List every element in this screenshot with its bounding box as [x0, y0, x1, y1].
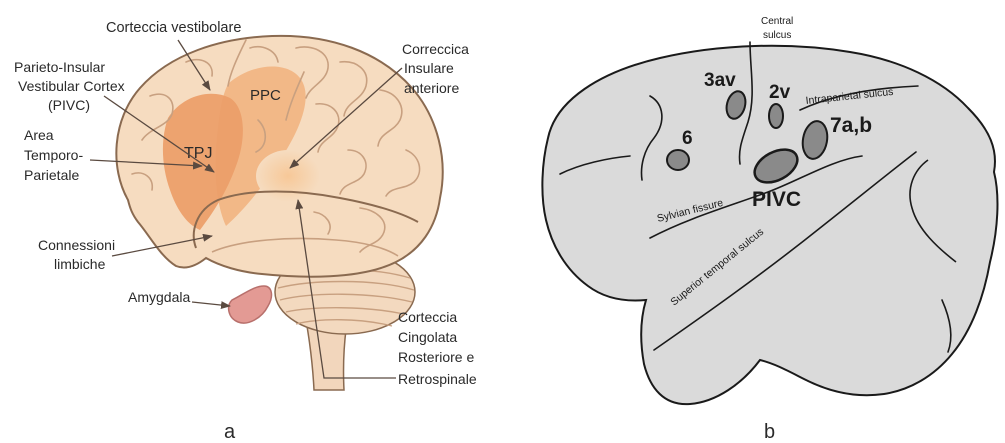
- amygdala-shape: [229, 286, 272, 323]
- region-ppc-label: PPC: [250, 87, 281, 104]
- label-cingulate-4: Retrospinale: [398, 371, 477, 387]
- label-cingulate-2: Cingolata: [398, 329, 457, 345]
- panel-a-caption: a: [224, 421, 236, 443]
- label-limbic-1: Connessioni: [38, 237, 115, 253]
- label-2v: 2v: [769, 82, 791, 103]
- panel-b-caption: b: [764, 421, 775, 443]
- label-insular-1: Correccica: [402, 41, 469, 57]
- label-vestibular-cortex: Corteccia vestibolare: [106, 20, 241, 36]
- label-central-2: sulcus: [763, 30, 791, 41]
- label-tpj-1: Area: [24, 127, 54, 143]
- label-6: 6: [682, 128, 693, 149]
- label-pivc-1: Parieto-Insular: [14, 59, 105, 75]
- label-tpj-2: Temporo-: [24, 147, 83, 163]
- label-tpj-3: Parietale: [24, 167, 79, 183]
- label-pivc: PIVC: [752, 188, 801, 211]
- label-pivc-2: Vestibular Cortex: [18, 78, 125, 94]
- label-insular-2: Insulare: [404, 60, 454, 76]
- label-cingulate-3: Rosteriore e: [398, 349, 474, 365]
- area-6-shape: [667, 150, 689, 170]
- label-pivc-3: (PIVC): [48, 97, 90, 113]
- label-7ab: 7a,b: [830, 114, 872, 137]
- label-amygdala: Amygdala: [128, 289, 190, 305]
- panel-a: TPJ PPC Corteccia vestibolare Parieto-In…: [14, 20, 477, 443]
- label-3av: 3av: [704, 70, 736, 91]
- label-cingulate-1: Corteccia: [398, 309, 457, 325]
- arrow-amygdala: [192, 302, 230, 306]
- label-central-1: Central: [761, 16, 793, 27]
- area-2v-shape: [769, 104, 783, 128]
- panel-b: Central sulcus 3av 2v Intraparietal sulc…: [542, 16, 997, 443]
- label-insular-3: anteriore: [404, 80, 459, 96]
- label-limbic-2: limbiche: [54, 256, 106, 272]
